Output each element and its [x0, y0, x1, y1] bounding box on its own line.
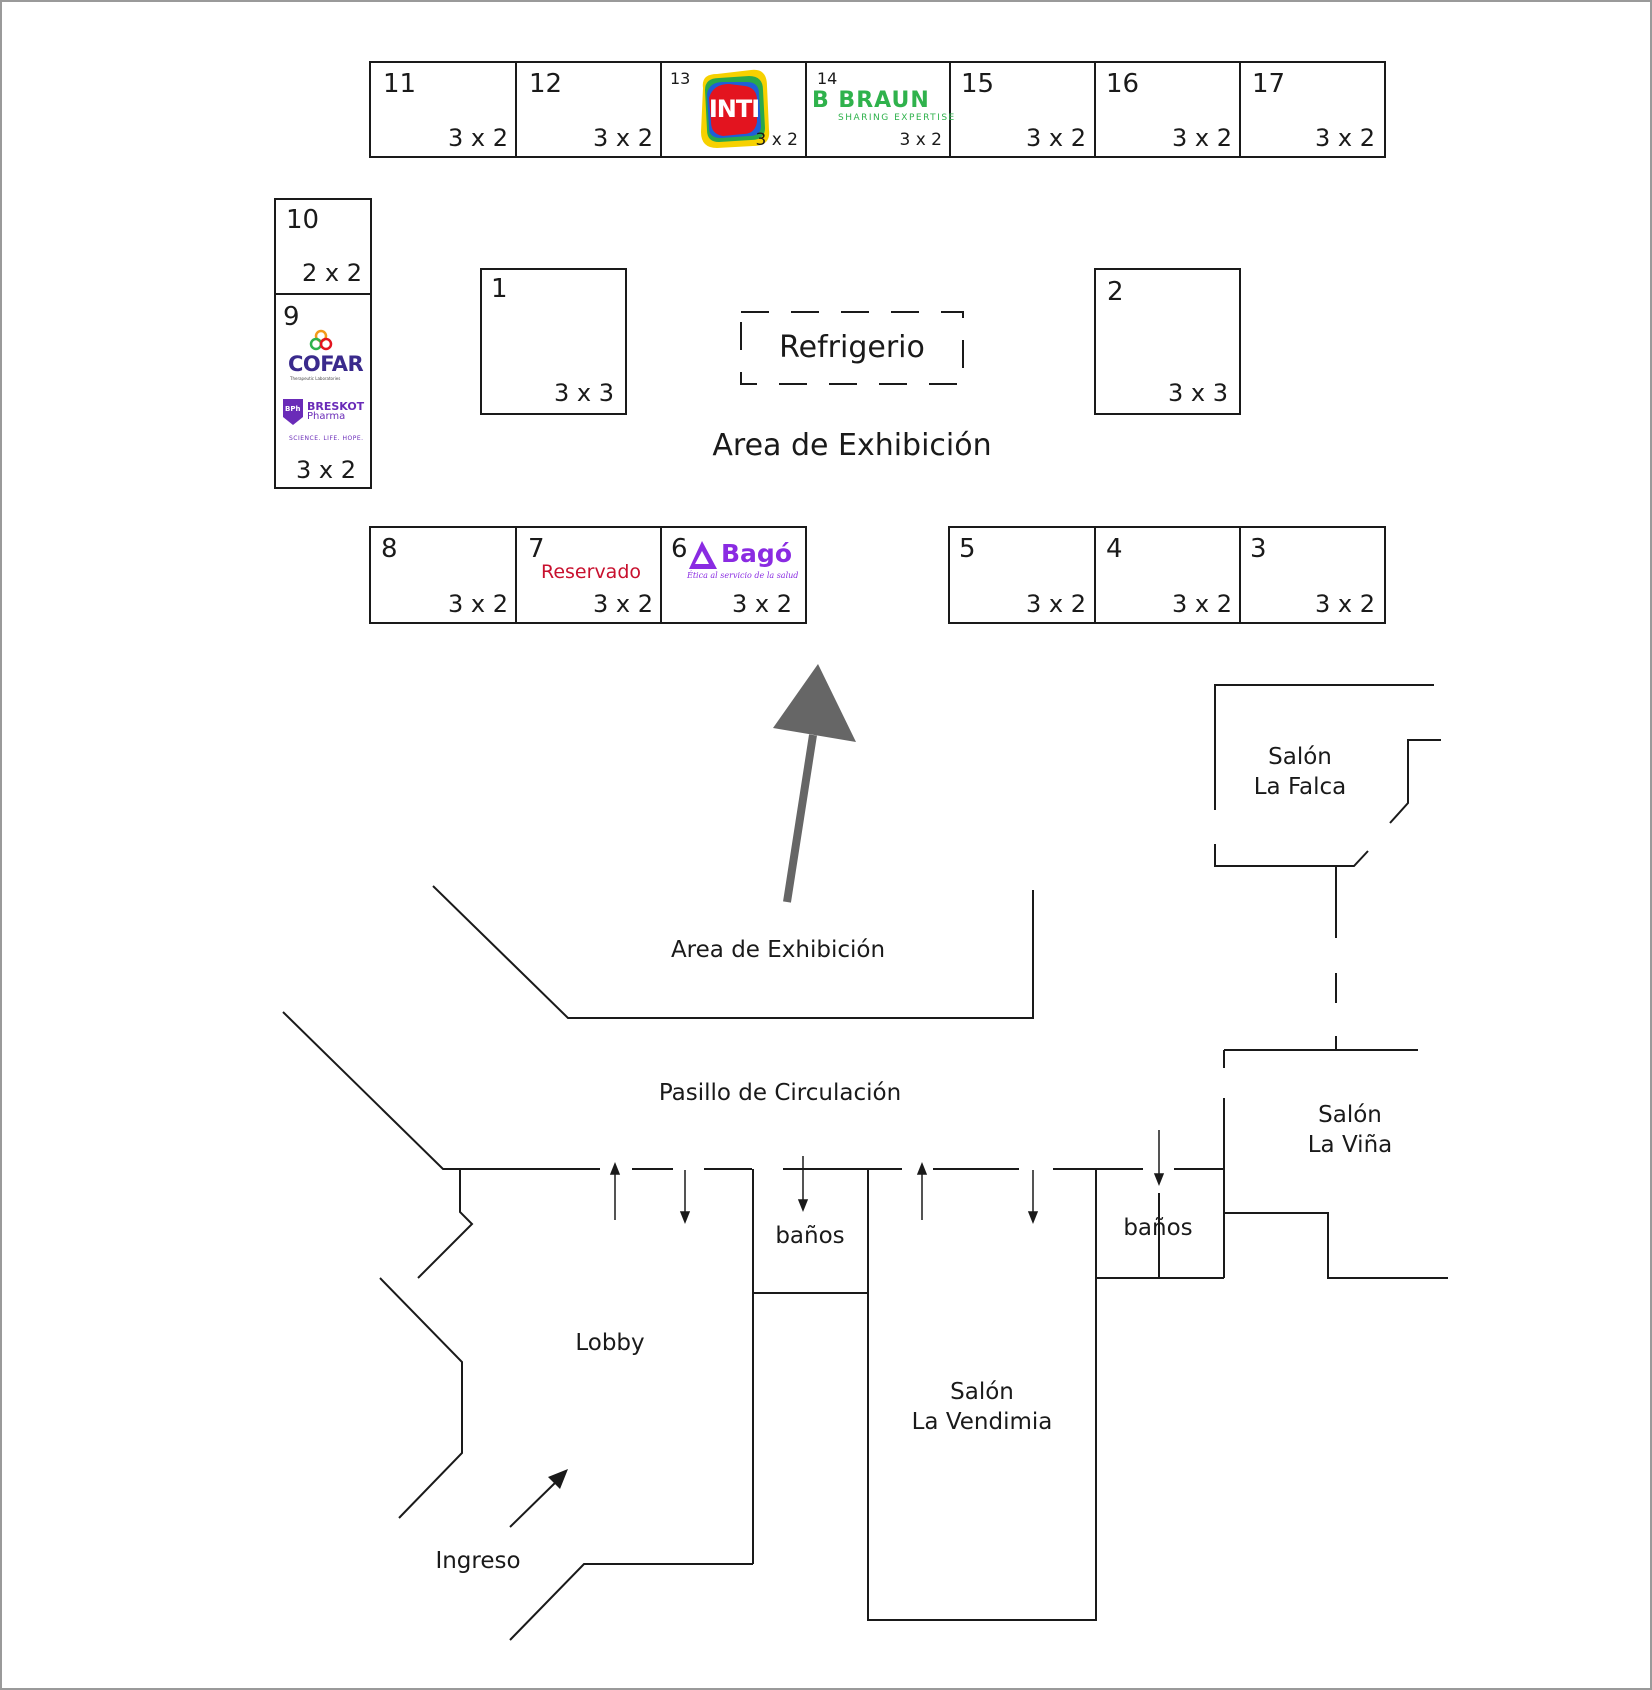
booth-6-box[interactable] — [660, 526, 807, 624]
salon-la-falca-line1: Salón — [1268, 744, 1332, 770]
bbraun-logo: B BRAUN SHARING EXPERTISE — [812, 88, 954, 126]
bago-logo-tagline: Ética al servicio de la salud — [687, 571, 799, 580]
restrooms-1-label: baños — [775, 1223, 845, 1249]
booth-12-number: 12 — [529, 69, 563, 99]
breskot-logo-name: BRESKOT — [307, 400, 365, 413]
booth-2-number: 2 — [1107, 277, 1124, 307]
lobby-label: Lobby — [575, 1330, 645, 1356]
booth-6-number: 6 — [671, 534, 688, 564]
salon-la-vina-line2: La Viña — [1307, 1132, 1393, 1158]
booth-4-size: 3 x 2 — [1172, 590, 1232, 618]
booth-9-number: 9 — [283, 302, 300, 332]
refrigerio-label: Refrigerio — [779, 330, 925, 365]
refrigerio-area — [740, 311, 964, 385]
booth-11-number: 11 — [383, 69, 417, 99]
inti-logo: INTI — [699, 70, 769, 148]
restrooms-2-label: baños — [1123, 1215, 1193, 1241]
exhibition-area-label: Area de Exhibición — [712, 428, 992, 463]
booth-6-size: 3 x 2 — [732, 590, 792, 618]
corridor-arrows — [609, 1130, 1165, 1225]
booth-14-size: 3 x 2 — [899, 130, 943, 150]
entrance-arrow — [509, 1469, 568, 1528]
entrance-label: Ingreso — [435, 1548, 521, 1574]
booth-7-size: 3 x 2 — [593, 590, 653, 618]
booth-1-number: 1 — [491, 274, 508, 304]
booth-8-size: 3 x 2 — [448, 590, 508, 618]
booth-15-number: 15 — [961, 69, 995, 99]
bago-logo: Bagó Ética al servicio de la salud — [687, 541, 801, 585]
booth-3-number: 3 — [1250, 534, 1267, 564]
breskot-logo-name2: Pharma — [307, 411, 346, 422]
building-walls — [282, 684, 1448, 1641]
salon-la-vendimia-label: Salón La Vendimia — [902, 1377, 1062, 1437]
booth-15-size: 3 x 2 — [1026, 124, 1086, 152]
booth-16-number: 16 — [1106, 69, 1140, 99]
cofar-logo-subtitle: Therapeutic Laboratories — [290, 376, 341, 381]
inti-logo-text: INTI — [708, 95, 760, 123]
booth-1-box[interactable] — [480, 268, 627, 415]
breskot-logo-tagline: SCIENCE. LIFE. HOPE. — [289, 435, 364, 442]
salon-la-vina-label: Salón La Viña — [1280, 1100, 1420, 1160]
inti-logo-shape — [701, 69, 770, 148]
bago-logo-name: Bagó — [721, 539, 792, 568]
direction-arrow-large — [773, 664, 856, 903]
breskot-badge-shape — [283, 399, 303, 425]
booth-1-size: 3 x 3 — [554, 379, 614, 407]
booth-13-size: 3 x 2 — [755, 130, 799, 150]
booth-11-size: 3 x 2 — [448, 124, 508, 152]
salon-la-falca-line2: La Falca — [1253, 774, 1347, 800]
exhibition-area-entrance-label: Area de Exhibición — [670, 937, 886, 963]
booth-8-number: 8 — [381, 534, 398, 564]
bbraun-logo-name: B BRAUN — [812, 88, 930, 113]
booth-9-size: 3 x 2 — [296, 456, 356, 484]
salon-la-vina-line1: Salón — [1318, 1102, 1382, 1128]
corridor-label: Pasillo de Circulación — [658, 1080, 902, 1106]
booth-16-size: 3 x 2 — [1172, 124, 1232, 152]
booth-4-number: 4 — [1106, 534, 1123, 564]
salon-la-falca-label: Salón La Falca — [1230, 742, 1370, 802]
booth-17-box[interactable] — [1239, 61, 1386, 158]
booth-7-reserved-label: Reservado — [541, 561, 642, 583]
cofar-logo-shape — [309, 329, 333, 351]
booth-12-size: 3 x 2 — [593, 124, 653, 152]
booth-10-size: 2 x 2 — [302, 259, 362, 287]
salon-la-vendimia-line2: La Vendimia — [911, 1409, 1053, 1435]
cofar-logo-name: COFAR — [288, 352, 364, 376]
booth-13-number: 13 — [670, 69, 691, 88]
booth-17-size: 3 x 2 — [1315, 124, 1375, 152]
breskot-logo-badge: BPh — [285, 405, 301, 413]
breskot-logo: BPh BRESKOT Pharma SCIENCE. LIFE. HOPE. — [283, 399, 367, 445]
booth-3-size: 3 x 2 — [1315, 590, 1375, 618]
booth-3-box[interactable] — [1239, 526, 1386, 624]
booth-5-number: 5 — [959, 534, 976, 564]
booth-5-size: 3 x 2 — [1026, 590, 1086, 618]
booth-9-box[interactable] — [274, 293, 372, 489]
bbraun-logo-tagline: SHARING EXPERTISE — [838, 113, 956, 123]
booth-17-number: 17 — [1252, 69, 1286, 99]
booth-2-box[interactable] — [1094, 268, 1241, 415]
booth-10-number: 10 — [286, 205, 320, 235]
booth-2-size: 3 x 3 — [1168, 379, 1228, 407]
booth-7-number: 7 — [528, 534, 545, 564]
bago-logo-shape — [689, 541, 717, 569]
salon-la-vendimia-line1: Salón — [950, 1379, 1014, 1405]
booth-14-number: 14 — [817, 69, 838, 88]
cofar-logo: COFAR Therapeutic Laboratories — [288, 330, 368, 390]
